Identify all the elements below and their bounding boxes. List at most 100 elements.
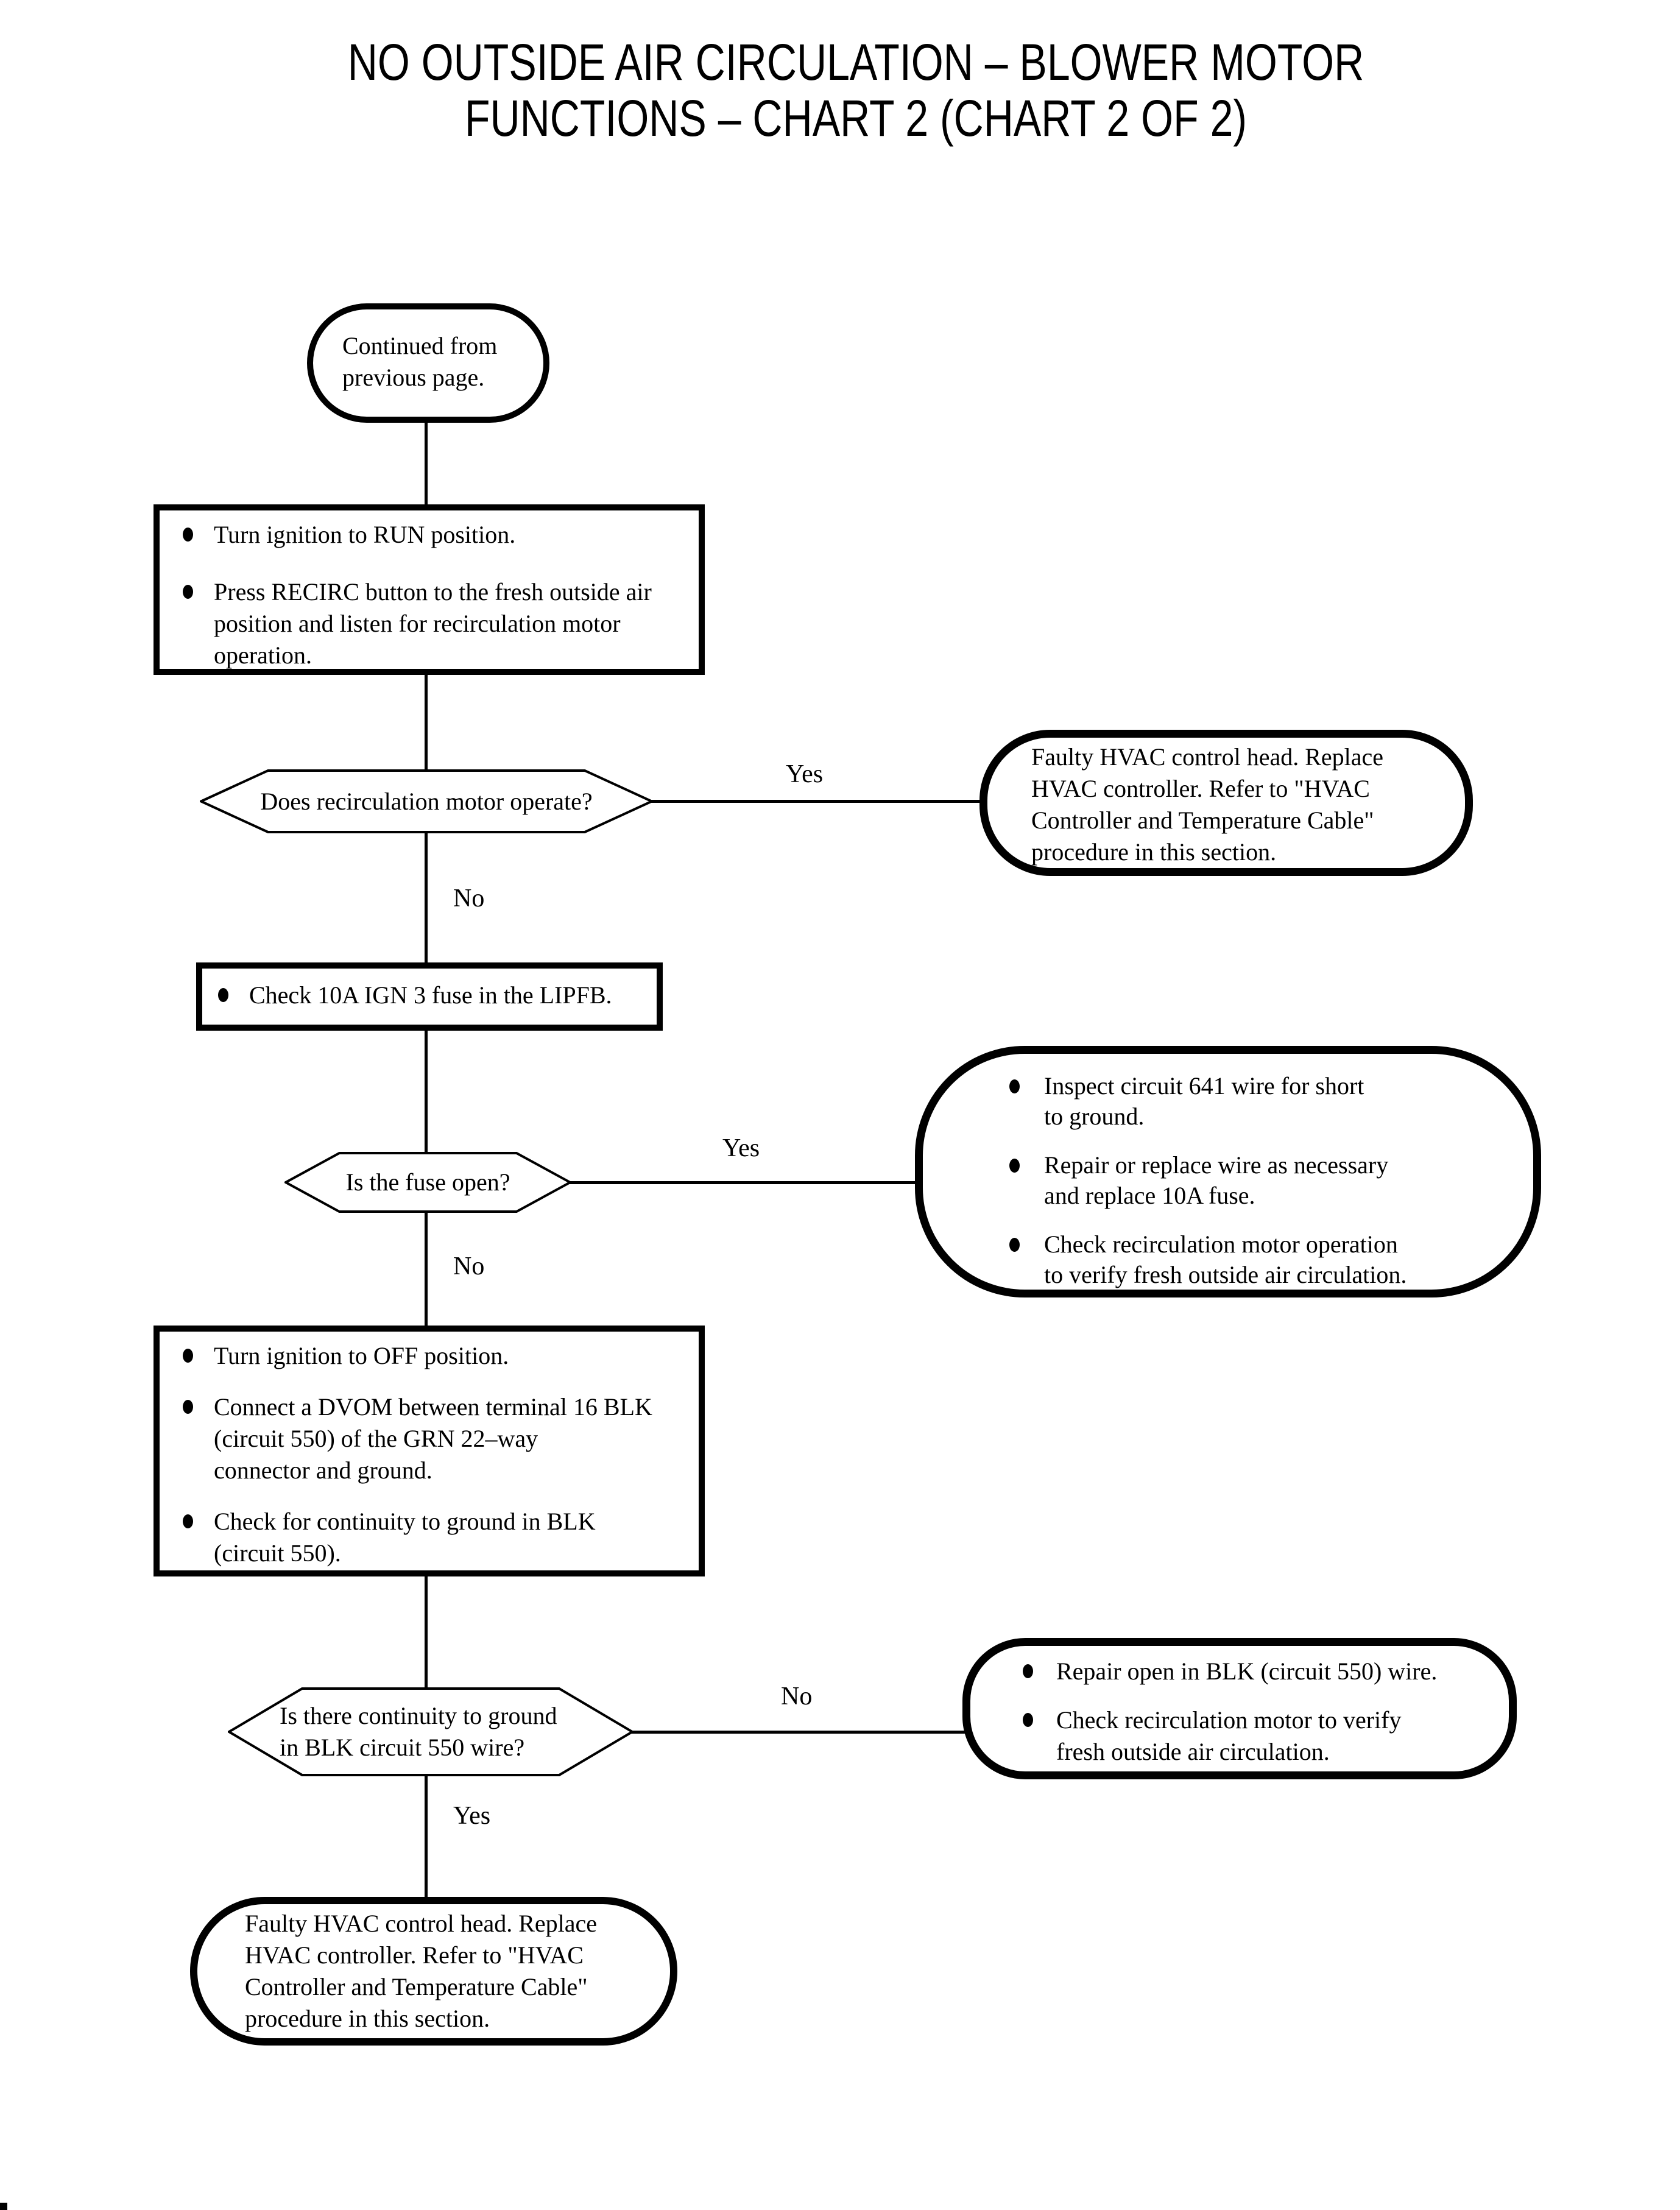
end-terminator-text: Faulty HVAC control head. Replace HVAC c… [197, 1904, 670, 2035]
text-line: to ground. [1044, 1103, 1145, 1130]
text-line: Turn ignition to OFF position. [214, 1342, 509, 1369]
text-line: Turn ignition to RUN position. [214, 521, 516, 548]
result3-item-1-text: Repair open in BLK (circuit 550) wire. [1056, 1656, 1437, 1687]
result3-terminator: Repair open in BLK (circuit 550) wire. C… [962, 1638, 1517, 1779]
step1-item-1-text: Turn ignition to RUN position. [214, 519, 515, 551]
step3-box: Turn ignition to OFF position. Connect a… [154, 1326, 705, 1576]
text-line: procedure in this section. [1031, 838, 1277, 866]
step3-item-3: Check for continuity to ground in BLK (c… [183, 1506, 699, 1569]
text-line: HVAC controller. Refer to "HVAC [1031, 775, 1370, 802]
decision3-no-label: No [781, 1682, 813, 1710]
page-title: NO OUTSIDE AIR CIRCULATION – BLOWER MOTO… [32, 34, 1680, 146]
page-title-line-1: NO OUTSIDE AIR CIRCULATION – BLOWER MOTO… [347, 34, 1364, 91]
decision2-question: Is the fuse open? [345, 1168, 510, 1196]
connector-step3-decision3 [425, 1574, 428, 1689]
text-line: position and listen for recirculation mo… [214, 610, 621, 637]
connector-start-step1 [425, 422, 428, 506]
result2-item-1: Inspect circuit 641 wire for short to gr… [1009, 1071, 1533, 1132]
connector-decision2-yes [569, 1181, 919, 1184]
connector-decision1-yes [651, 800, 983, 803]
step3-item-1-text: Turn ignition to OFF position. [214, 1340, 509, 1372]
bullet-icon [1023, 1664, 1033, 1678]
text-line: Check recirculation motor to verify [1056, 1706, 1402, 1734]
step3-item-2-text: Connect a DVOM between terminal 16 BLK (… [214, 1391, 652, 1486]
text-line: Faulty HVAC control head. Replace [245, 1910, 598, 1937]
start-line-1: Continued from [342, 332, 498, 359]
result2-item-2-text: Repair or replace wire as necessary and … [1044, 1150, 1388, 1211]
result1-text: Faulty HVAC control head. Replace HVAC c… [987, 738, 1465, 868]
result3-item-2: Check recirculation motor to verify fres… [1023, 1704, 1509, 1768]
start-line-2: previous page. [342, 364, 485, 391]
result3-item-2-text: Check recirculation motor to verify fres… [1056, 1704, 1401, 1768]
connector-step2-decision2 [425, 1029, 428, 1153]
text-line: Repair open in BLK (circuit 550) wire. [1056, 1658, 1438, 1685]
text-line: Faulty HVAC control head. Replace [1031, 743, 1384, 771]
connector-decision1-no [425, 832, 428, 964]
bullet-icon [1009, 1159, 1020, 1173]
result2-item-2: Repair or replace wire as necessary and … [1009, 1150, 1533, 1211]
scan-artifact-mark [0, 2203, 7, 2210]
decision3-question: Is there continuity to ground in BLK cir… [228, 1687, 634, 1776]
text-line: Connect a DVOM between terminal 16 BLK [214, 1393, 652, 1421]
step3-content: Turn ignition to OFF position. Connect a… [160, 1332, 699, 1569]
step1-item-2-text: Press RECIRC button to the fresh outside… [214, 576, 652, 671]
connector-decision2-no [425, 1212, 428, 1327]
decision2-yes-label: Yes [722, 1134, 760, 1162]
bullet-icon [218, 988, 228, 1002]
step2-box: Check 10A IGN 3 fuse in the LIPFB. [196, 962, 663, 1031]
bullet-icon [1009, 1238, 1020, 1252]
step1-box: Turn ignition to RUN position. Press REC… [154, 504, 705, 675]
text-line: fresh outside air circulation. [1056, 1738, 1330, 1765]
bullet-icon [183, 528, 193, 542]
decision1-question: Does recirculation motor operate? [260, 787, 593, 815]
step1-item-1: Turn ignition to RUN position. [183, 519, 699, 551]
start-terminator-text: Continued from previous page. [313, 309, 543, 394]
result3-item-1: Repair open in BLK (circuit 550) wire. [1023, 1656, 1509, 1687]
result1-terminator: Faulty HVAC control head. Replace HVAC c… [979, 730, 1473, 876]
bullet-icon [183, 1514, 193, 1528]
text-line: Controller and Temperature Cable" [245, 1973, 588, 2000]
step2-item-1: Check 10A IGN 3 fuse in the LIPFB. [218, 980, 657, 1011]
page-title-line-2: FUNCTIONS – CHART 2 (CHART 2 OF 2) [464, 90, 1248, 147]
text-line: connector and ground. [214, 1456, 432, 1484]
end-terminator: Faulty HVAC control head. Replace HVAC c… [190, 1897, 677, 2046]
text-line: (circuit 550). [214, 1539, 341, 1567]
step3-item-3-text: Check for continuity to ground in BLK (c… [214, 1506, 596, 1569]
text-line: Press RECIRC button to the fresh outside… [214, 578, 652, 605]
bullet-icon [183, 1349, 193, 1363]
text-line: (circuit 550) of the GRN 22–way [214, 1425, 538, 1452]
step2-item-1-text: Check 10A IGN 3 fuse in the LIPFB. [249, 980, 612, 1011]
result3-content: Repair open in BLK (circuit 550) wire. C… [970, 1646, 1509, 1768]
result2-terminator: Inspect circuit 641 wire for short to gr… [915, 1046, 1541, 1297]
step3-item-1: Turn ignition to OFF position. [183, 1340, 699, 1372]
result2-item-3: Check recirculation motor operation to v… [1009, 1229, 1533, 1290]
text-line: Controller and Temperature Cable" [1031, 807, 1374, 834]
text-line: operation. [214, 641, 312, 669]
decision2-no-label: No [453, 1252, 485, 1280]
text-line: Is there continuity to ground [280, 1702, 557, 1729]
text-line: in BLK circuit 550 wire? [280, 1734, 525, 1761]
bullet-icon [183, 585, 193, 599]
text-line: Check recirculation motor operation [1044, 1230, 1398, 1258]
text-line: Check 10A IGN 3 fuse in the LIPFB. [249, 981, 612, 1009]
text-line: Repair or replace wire as necessary [1044, 1151, 1389, 1179]
step2-content: Check 10A IGN 3 fuse in the LIPFB. [202, 969, 657, 1011]
bullet-icon [1023, 1713, 1033, 1727]
text-line: to verify fresh outside air circulation. [1044, 1261, 1407, 1288]
start-terminator: Continued from previous page. [307, 303, 549, 423]
step1-item-2: Press RECIRC button to the fresh outside… [183, 576, 699, 671]
decision1-yes-label: Yes [786, 760, 824, 788]
decision3-question-lines: Is there continuity to ground in BLK cir… [280, 1700, 557, 1763]
connector-decision3-no [631, 1731, 966, 1734]
text-line: and replace 10A fuse. [1044, 1182, 1255, 1209]
result2-item-1-text: Inspect circuit 641 wire for short to gr… [1044, 1071, 1364, 1132]
decision1-no-label: No [453, 884, 485, 913]
text-line: HVAC controller. Refer to "HVAC [245, 1941, 584, 1969]
connector-decision3-yes [425, 1775, 428, 1898]
text-line: procedure in this section. [245, 2005, 490, 2032]
bullet-icon [1009, 1079, 1020, 1093]
decision3-yes-label: Yes [453, 1802, 491, 1830]
result2-item-3-text: Check recirculation motor operation to v… [1044, 1229, 1406, 1290]
text-line: Inspect circuit 641 wire for short [1044, 1072, 1364, 1100]
